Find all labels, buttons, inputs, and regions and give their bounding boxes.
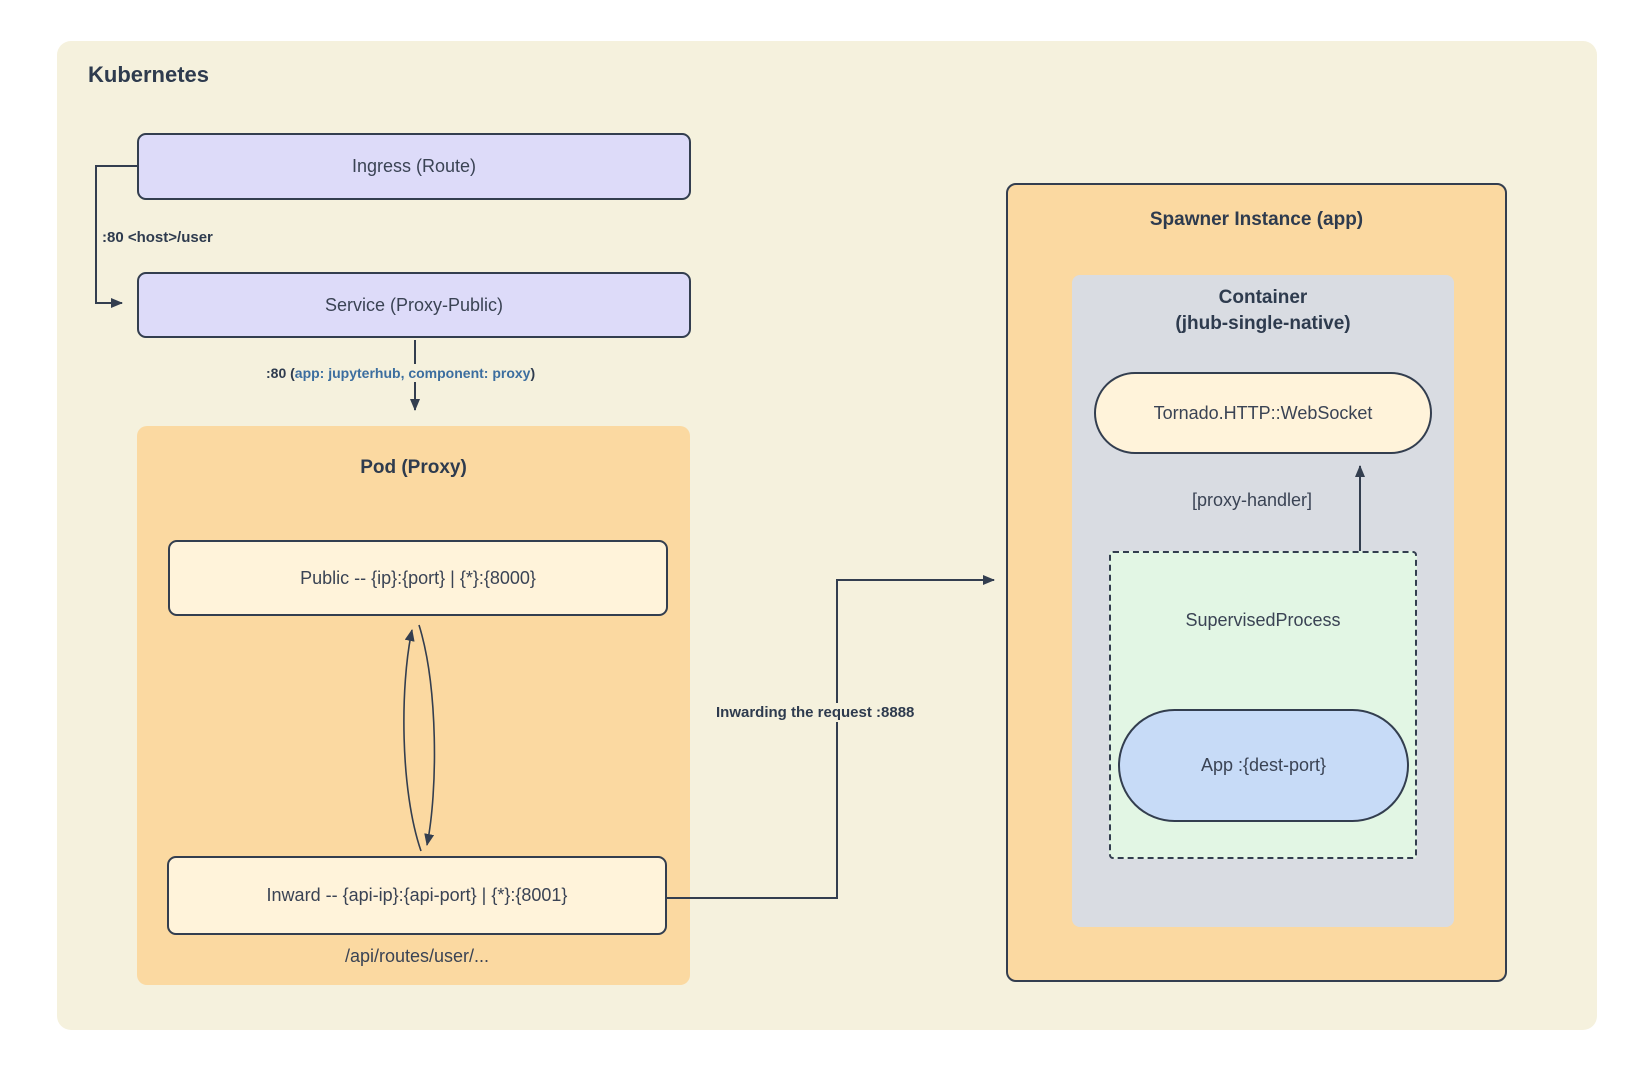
edge-label-service-selector: :80 (app: jupyterhub, component: proxy) [262,364,540,382]
service-node: Service (Proxy-Public) [137,272,691,338]
supervised-process-label: SupervisedProcess [1185,610,1341,630]
tornado-websocket-node: Tornado.HTTP::WebSocket [1094,372,1432,454]
spawner-title: Spawner Instance (app) [1149,209,1364,230]
kubernetes-title: Kubernetes [88,62,210,87]
app-node: App :{dest-port} [1118,709,1409,822]
inward-label: Inward -- {api-ip}:{api-port} | {*}:{800… [266,885,568,905]
pod-title: Pod (Proxy) [360,457,467,478]
edge-label-host-user: :80 <host>/user [98,228,217,247]
ingress-node: Ingress (Route) [137,133,691,200]
public-node: Public -- {ip}:{port} | {*}:{8000} [168,540,668,616]
inward-node: Inward -- {api-ip}:{api-port} | {*}:{800… [167,856,667,935]
tornado-websocket-label: Tornado.HTTP::WebSocket [1153,402,1373,423]
edge-label-selector-prefix: :80 ( [266,365,295,381]
ingress-label: Ingress (Route) [351,156,477,176]
container-title-line1: Container [1218,287,1308,308]
edge-label-selector-value: app: jupyterhub, component: proxy [294,365,531,381]
edge-label-selector-suffix: ) [530,365,536,381]
container-title: Container (jhub-single-native) [1072,285,1454,336]
proxy-handler-label: [proxy-handler] [1191,490,1313,510]
container-title-line2: (jhub-single-native) [1175,312,1351,334]
edge-label-inwarding-request: Inwarding the request :8888 [712,703,919,722]
public-label: Public -- {ip}:{port} | {*}:{8000} [300,567,536,588]
app-label: App :{dest-port} [1200,755,1327,775]
service-label: Service (Proxy-Public) [324,294,504,315]
api-route-label: /api/routes/user/... [344,946,490,966]
